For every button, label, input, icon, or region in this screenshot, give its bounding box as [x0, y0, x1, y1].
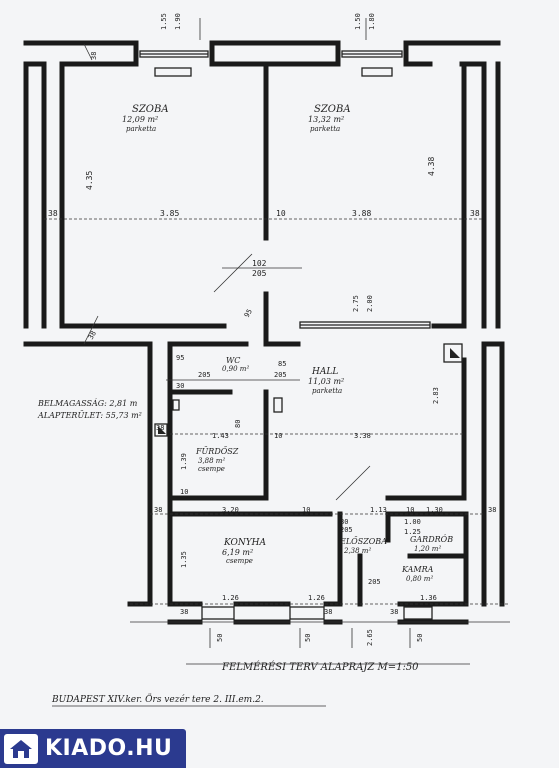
dim-label: 205 — [340, 526, 353, 534]
dim-label: 1.26 — [308, 594, 325, 602]
room-area: 13,32 m² — [308, 115, 344, 124]
dim-label: 3.38 — [354, 432, 371, 440]
room-floor: parketta — [126, 125, 156, 133]
dim-label: 1.25 — [404, 528, 421, 536]
room-hall: HALL 11,03 m² parketta — [308, 367, 344, 395]
dim-label: 38 — [488, 506, 496, 514]
dim-label: 38 — [156, 424, 164, 432]
room-floor: parketta — [312, 387, 342, 395]
ceiling-height-note: BELMAGASSÁG: 2,81 m — [37, 399, 138, 408]
dim-label: 1.90 — [174, 13, 182, 30]
room-name: FÜRDŐSZ — [195, 447, 239, 456]
room-konyha: KONYHA 6,19 m² csempe — [222, 538, 267, 565]
dim-label: 2.00 — [366, 295, 374, 312]
floor-area-note: ALAPTERÜLET: 55,73 m² — [37, 411, 142, 420]
dim-label: 50 — [216, 634, 224, 642]
dim-label: 38 — [154, 506, 162, 514]
dim-label: 4.35 — [85, 171, 94, 190]
room-floor: csempe — [198, 465, 225, 473]
room-gardrob: GARDRÓB 1,20 m² — [410, 535, 453, 553]
dim-label: 38 — [90, 52, 98, 60]
dim-label: 4.38 — [427, 157, 436, 176]
dim-label: 3.85 — [160, 209, 179, 218]
dim-label: 80 — [340, 518, 348, 526]
dim-label: 30 — [176, 382, 184, 390]
room-kamra: KAMRA 0,80 m² — [401, 565, 434, 583]
room-szoba-2: SZOBA 13,32 m² parketta — [308, 104, 351, 133]
dim-label: 38 — [180, 608, 188, 616]
room-area: 12,09 m² — [122, 115, 158, 124]
room-furdo: FÜRDŐSZ 3,88 m² csempe — [195, 447, 239, 473]
dim-label: 38 — [470, 209, 480, 218]
dim-label: 2.65 — [366, 629, 374, 646]
room-floor: parketta — [310, 125, 340, 133]
room-name: SZOBA — [132, 104, 169, 115]
dim-label: 102 — [252, 259, 267, 268]
dim-label: 205 — [274, 371, 287, 379]
brand-name: KIADO.HU — [45, 736, 173, 761]
dim-label: 50 — [416, 634, 424, 642]
room-area: 2,38 m² — [343, 547, 371, 555]
room-name: KAMRA — [401, 565, 434, 574]
survey-title: FELMÉRÉSI TERV ALAPRAJZ M=1:50 — [221, 661, 419, 673]
windows — [139, 50, 433, 620]
dim-label: 10 — [274, 432, 282, 440]
room-area: 0,80 m² — [406, 575, 433, 583]
room-area: 0,90 m² — [222, 365, 249, 373]
dim-label: 1.43 — [212, 432, 229, 440]
dim-label: 1.39 — [180, 453, 188, 470]
dim-label: 95 — [243, 308, 254, 319]
dim-label: 1.13 — [370, 506, 387, 514]
dim-label: 1.00 — [404, 518, 421, 526]
dim-label: 2.83 — [432, 387, 440, 404]
room-area: 6,19 m² — [222, 548, 253, 557]
address-line: BUDAPEST XIV.ker. Örs vezér tere 2. III.… — [51, 693, 264, 705]
room-name: KONYHA — [223, 538, 267, 548]
dim-label: 1.36 — [420, 594, 437, 602]
room-floor: csempe — [226, 557, 253, 565]
house-icon — [4, 733, 38, 764]
dim-label: 1.26 — [222, 594, 239, 602]
dim-label: 10 — [302, 506, 310, 514]
room-area: 11,03 m² — [308, 377, 344, 386]
dim-label: 10 — [406, 506, 414, 514]
dim-label: 85 — [278, 360, 286, 368]
dim-label: 2.75 — [352, 295, 360, 312]
room-wc: WC 0,90 m² — [222, 356, 249, 373]
dim-label: 38 — [390, 608, 398, 616]
dim-label: 205 — [252, 269, 267, 278]
brand-watermark: KIADO.HU — [0, 729, 186, 768]
room-name: GARDRÓB — [410, 535, 453, 544]
room-name: SZOBA — [314, 104, 351, 115]
dim-label: 38 — [48, 209, 58, 218]
room-area: 3,88 m² — [198, 457, 225, 465]
dim-label: 1.50 — [354, 13, 362, 30]
interior-walls — [167, 61, 469, 607]
dim-label: 95 — [176, 354, 184, 362]
room-szoba-1: SZOBA 12,09 m² parketta — [122, 104, 169, 133]
dim-label: 80 — [234, 420, 242, 428]
dim-label: 1.30 — [426, 506, 443, 514]
dim-label: 205 — [198, 371, 211, 379]
dim-label: 10 — [180, 488, 188, 496]
room-eloszoba: ELŐSZOBA 2,38 m² — [339, 537, 387, 555]
dim-label: 1.35 — [180, 551, 188, 568]
dim-label: 3.88 — [352, 209, 371, 218]
dim-label: 38 — [87, 330, 98, 341]
dim-label: 1.55 — [160, 13, 168, 30]
room-name: ELŐSZOBA — [339, 537, 387, 546]
room-area: 1,20 m² — [414, 545, 441, 553]
dim-label: 10 — [276, 209, 286, 218]
room-name: HALL — [311, 367, 338, 377]
dim-label: 50 — [304, 634, 312, 642]
dimension-lines — [44, 18, 510, 665]
room-name: WC — [226, 356, 240, 365]
duct-markers — [154, 343, 463, 437]
dim-label: 205 — [368, 578, 381, 586]
dim-label: 1.80 — [368, 13, 376, 30]
dimension-labels: 1.55 1.90 1.50 1.80 38 4.35 3.85 38 10 3… — [48, 13, 496, 646]
dim-label: 38 — [324, 608, 332, 616]
dim-label: 3.20 — [222, 506, 239, 514]
